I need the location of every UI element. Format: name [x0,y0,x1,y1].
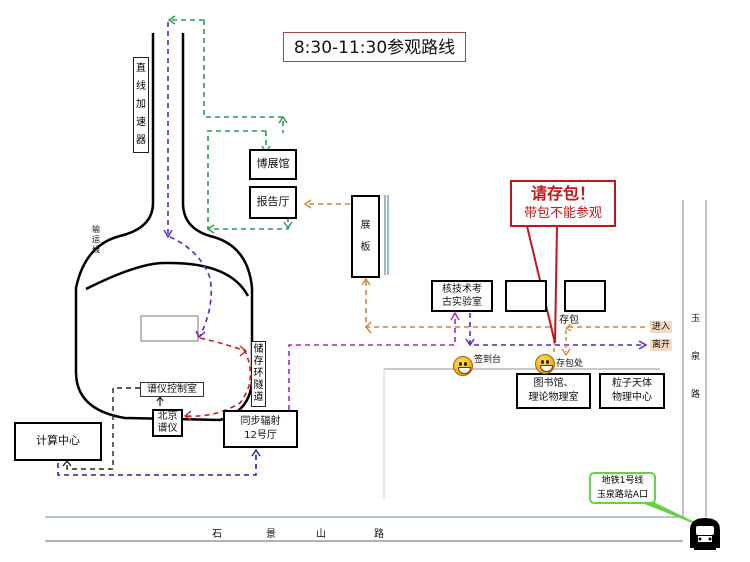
line: 核技术考 [442,284,482,295]
sync-radiation-hall[interactable]: 同步辐射 12号厅 [223,410,298,448]
char: 环 [253,368,264,379]
storage-ring-top [85,261,250,297]
line: 北京 [157,411,178,422]
museum-label: 博展馆 [256,157,290,171]
storage-ring-tunnel-label: 储 存 环 隧 道 [251,341,266,407]
bag-storage-callout: 请存包！ 带包不能参观 [510,180,616,227]
line: 同步辐射 [240,416,281,427]
callout-subtitle: 带包不能参观 [523,206,602,221]
linac-label: 直 线 加 速 器 [133,57,149,153]
char: 玉 [691,314,701,324]
library-building[interactable]: 图书馆、 理论物理室 [516,373,591,409]
line: 12号厅 [244,430,277,441]
char: 速 [136,117,146,128]
route-red [184,337,252,418]
route-magenta [288,314,456,410]
bag-storage-label: 存包处 [556,359,584,369]
yuquan-road-label: 玉 泉 路 [691,300,701,414]
computing-center-label: 计算中心 [36,434,80,448]
spectrometer-control-label: 谱仪控制室 [147,383,197,395]
beijing-spectrometer[interactable]: 北京 谱仪 [152,409,183,437]
spectrometer-control-room[interactable]: 谱仪控制室 [140,382,204,397]
line: 古实验室 [442,297,482,308]
unlabeled-building-1 [505,280,547,312]
transport-line-label: 输 运 线 [92,225,102,255]
metro-line: 地铁1号线 [601,476,644,486]
bag-storage-smiley-icon [535,354,555,374]
char: 道 [253,392,264,403]
char: 板 [360,241,371,253]
line: 谱仪 [157,423,178,434]
road-char: 石 [212,529,222,540]
char: 运 [92,235,100,244]
char: 加 [136,99,146,110]
nuclear-archaeology-lab[interactable]: 核技术考 古实验室 [431,280,493,312]
road-char: 景 [266,529,276,540]
callout-title: 请存包！ [530,184,595,203]
collision-area [140,315,199,342]
char: 输 [92,225,100,234]
accelerator-outline [74,33,254,422]
line: 粒子天体 [612,378,652,389]
char: 隧 [253,380,264,391]
exhibit-board[interactable]: 展 板 [351,195,380,278]
route-leave [469,313,645,346]
route-black [66,387,140,470]
route-purple [167,22,213,337]
subway-icon [690,518,720,550]
computing-center[interactable]: 计算中心 [14,422,102,461]
lecture-hall-label: 报告厅 [256,195,290,209]
road-char: 路 [374,529,384,540]
char: 存 [253,356,264,367]
char: 泉 [691,352,701,362]
route-navy [57,451,257,476]
char: 直 [136,63,146,74]
road-char: 山 [316,529,326,540]
metro-station: 玉泉路站A口 [596,490,649,500]
metro-callout: 地铁1号线 玉泉路站A口 [589,472,656,504]
unlabeled-building-2 [564,280,606,312]
char: 展 [360,219,371,231]
enter-tag: 进入 [650,321,673,333]
line: 物理中心 [612,392,652,403]
page-title: 8:30-11:30参观路线 [283,32,466,62]
char: 线 [136,81,146,92]
check-in-label: 签到台 [474,355,502,365]
particle-astrophysics-center[interactable]: 粒子天体 物理中心 [599,373,665,409]
store-bag-label: 存包 [559,315,579,326]
check-in-smiley-icon [453,356,473,376]
museum-building[interactable]: 博展馆 [249,149,297,180]
leave-tag: 离开 [650,339,673,351]
char: 线 [92,245,100,254]
line: 图书馆、 [533,378,574,389]
line: 理论物理室 [528,392,579,403]
char: 器 [136,135,146,146]
lecture-hall-building[interactable]: 报告厅 [249,186,297,219]
char: 路 [691,390,701,400]
char: 储 [253,344,264,355]
